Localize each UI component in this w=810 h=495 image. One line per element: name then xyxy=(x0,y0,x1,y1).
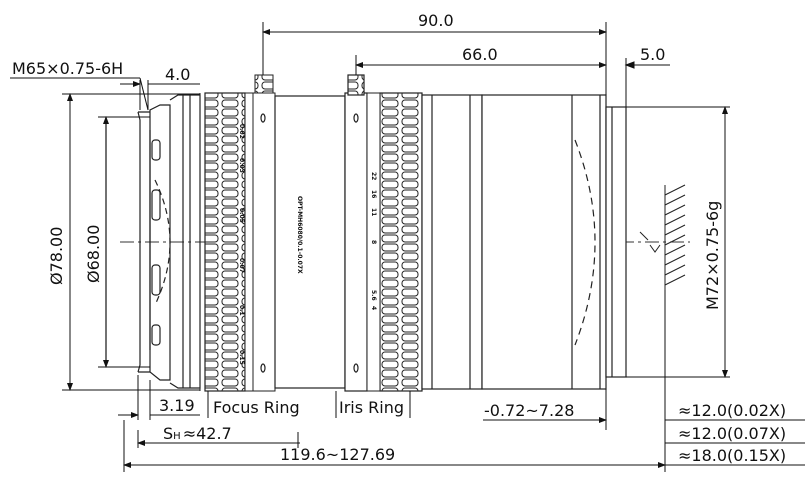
rear-barrel xyxy=(421,94,627,390)
dim-front-length-label: 66.0 xyxy=(462,45,498,64)
dim-sh-sub: H xyxy=(173,431,181,442)
iris-mark: 5.6 xyxy=(370,290,377,301)
dim-outer-dia xyxy=(62,93,200,391)
wd-015-label: ≈18.0(0.15X) xyxy=(678,446,786,465)
dim-front-offset-label: 3.19 xyxy=(159,396,195,415)
dim-sh-value: ≈42.7 xyxy=(183,424,232,443)
dim-front-depth-label: 4.0 xyxy=(165,65,190,84)
iris-mark: 4 xyxy=(370,306,377,310)
iris-ring xyxy=(366,92,423,392)
dim-working-distance xyxy=(665,419,805,466)
dim-overall xyxy=(123,290,666,472)
dim-sh xyxy=(137,430,300,448)
iris-ring-leader xyxy=(335,391,411,418)
dim-total-length xyxy=(262,22,607,95)
dim-rear-travel xyxy=(483,389,607,430)
dim-sh-letter: S xyxy=(163,424,173,443)
main-barrel xyxy=(260,74,368,392)
focus-lock-screw xyxy=(252,74,276,392)
wd-002-label: ≈12.0(0.02X) xyxy=(678,401,786,420)
iris-mark: 22 xyxy=(370,172,377,180)
focus-ring xyxy=(199,92,254,392)
dim-rear-flange-label: 5.0 xyxy=(640,45,665,64)
focus-mark: 0.02 xyxy=(238,124,245,139)
dim-front-offset xyxy=(118,375,200,420)
iris-mark: 8 xyxy=(370,240,377,244)
iris-ring-label: Iris Ring xyxy=(339,398,404,417)
dim-sh-label: SH≈42.7 xyxy=(163,424,232,443)
dim-total-length-label: 90.0 xyxy=(418,11,454,30)
dim-front-thread-label: M65×0.75-6H xyxy=(12,59,123,78)
iris-mark: 11 xyxy=(370,208,377,216)
dim-rear-thread xyxy=(626,106,730,378)
dim-inner-dia xyxy=(98,116,150,368)
focus-scale: 0.02 0.03 0.05 0.07 0.1 0.15 xyxy=(238,124,245,365)
focus-mark: 0.03 xyxy=(238,158,245,173)
focus-mark: 0.1 xyxy=(238,305,245,316)
focus-mark: 0.15 xyxy=(238,350,245,365)
focus-ring-label: Focus Ring xyxy=(213,398,300,417)
model-label: OPT-MH6080/0.1-0.07X xyxy=(296,196,303,274)
dim-front-depth xyxy=(120,80,200,110)
iris-scale: 22 16 11 8 5.6 4 xyxy=(370,172,377,310)
dim-rear-thread-label: M72×0.75-6g xyxy=(703,201,722,310)
wd-007-label: ≈12.0(0.07X) xyxy=(678,424,786,443)
dim-rear-flange xyxy=(580,58,670,107)
image-plane-hatch xyxy=(639,184,686,290)
dim-front-length xyxy=(355,55,607,75)
iris-mark: 16 xyxy=(370,190,377,198)
focus-mark: 0.05 xyxy=(238,208,245,223)
dim-inner-dia-label: Ø68.00 xyxy=(84,225,103,283)
dim-overall-label: 119.6~127.69 xyxy=(280,445,395,464)
dim-rear-travel-label: -0.72~7.28 xyxy=(484,401,574,420)
focus-mark: 0.07 xyxy=(238,258,245,273)
dim-outer-dia-label: Ø78.00 xyxy=(47,227,66,285)
